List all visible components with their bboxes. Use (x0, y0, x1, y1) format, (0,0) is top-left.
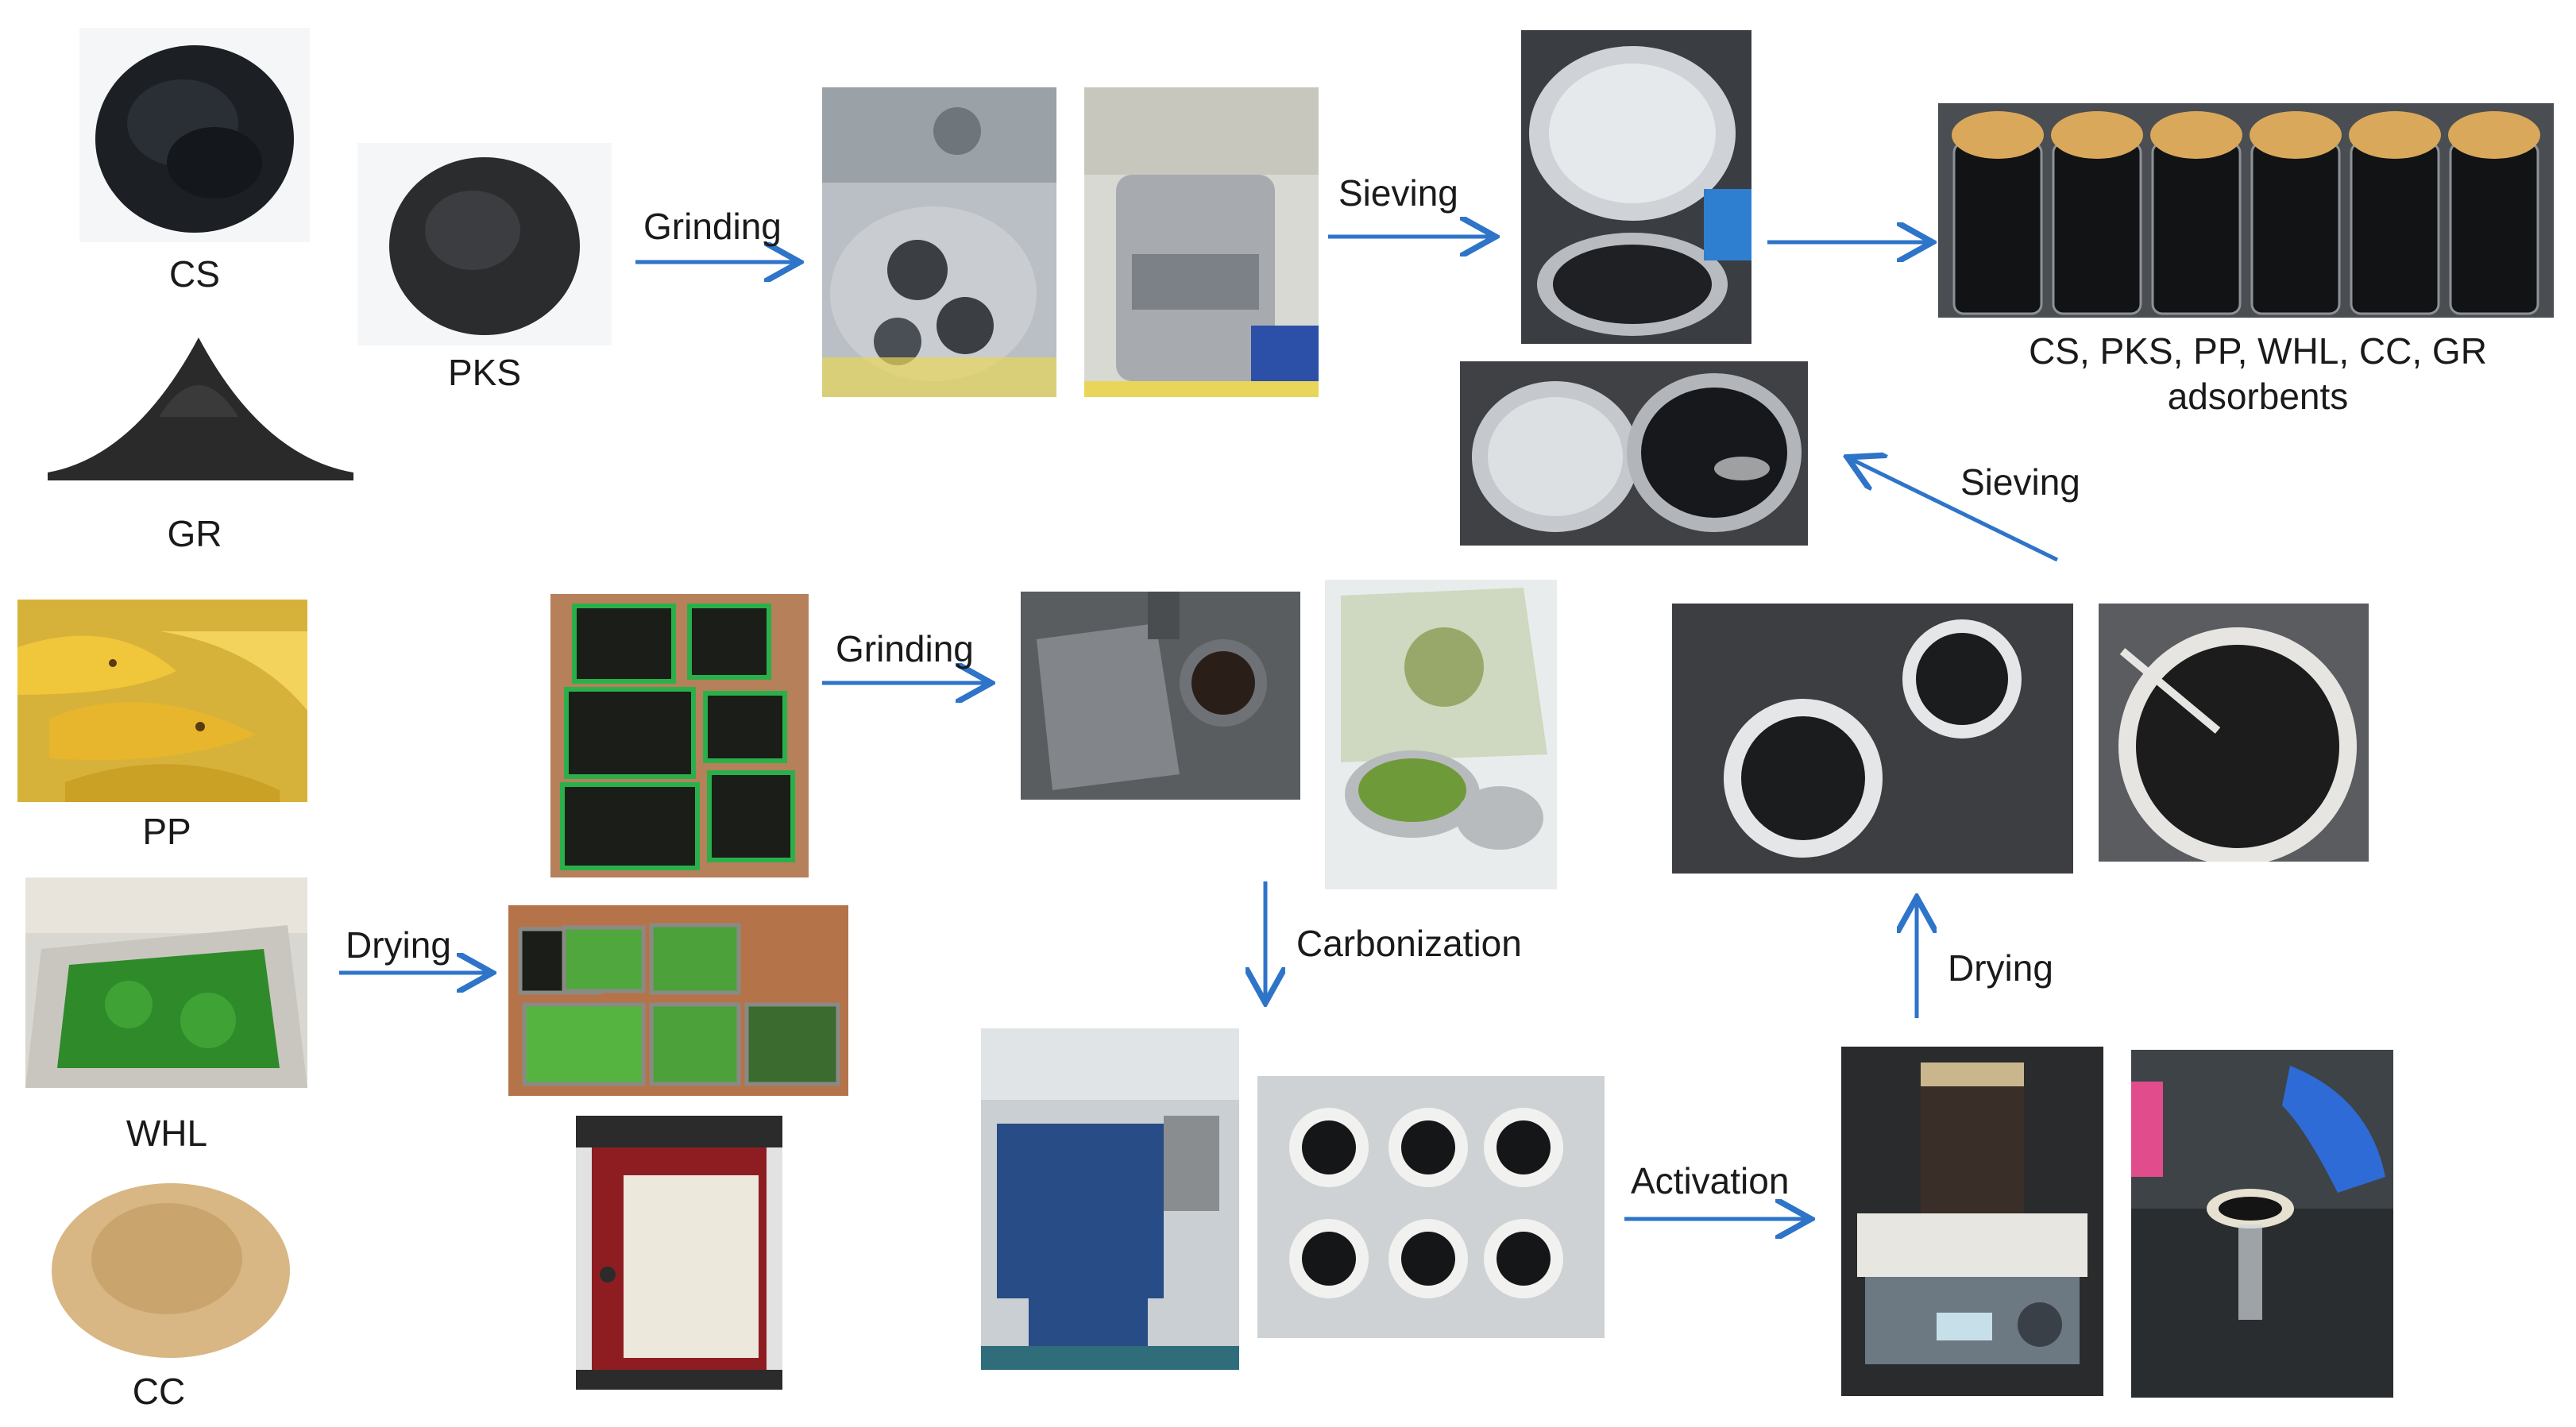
arrow-sieving-right (1851, 459, 2059, 562)
cc-photo (40, 1159, 302, 1362)
green-powder-photo (1325, 580, 1557, 889)
two-sieves-photo (1460, 361, 1808, 546)
cs-label: CS (169, 253, 220, 295)
crucible-content (1497, 1120, 1551, 1174)
jar-lid (1952, 111, 2044, 159)
crucible-content (1302, 1232, 1356, 1286)
step-grinding-top: Grinding (643, 206, 782, 247)
jar-lid (2349, 111, 2441, 159)
crucible-content (1401, 1232, 1455, 1286)
jar-lid (2051, 111, 2143, 159)
jar-lid (2448, 111, 2540, 159)
oven-photo (576, 1116, 782, 1390)
crucible-content (1302, 1120, 1356, 1174)
whl-label: WHL (126, 1113, 208, 1154)
crucibles-photo (1257, 1076, 1605, 1338)
jar-lid (2250, 111, 2342, 159)
adsorbent-jars-photo (1938, 103, 2554, 318)
drying-oven-photo (508, 905, 848, 1096)
step-carbonization: Carbonization (1296, 923, 1522, 964)
bowl-spoon-photo (2099, 604, 2369, 862)
adsorbents-label-line2: adsorbents (2167, 376, 2349, 417)
sieve-top-photo (1521, 30, 1751, 344)
whl-photo (25, 877, 307, 1088)
hotplate-beaker-photo (1841, 1047, 2103, 1396)
grinder-bag-photo (1021, 592, 1300, 800)
ball-mill-closed-photo (1084, 87, 1319, 397)
cs-photo (79, 28, 310, 242)
step-drying-left: Drying (346, 924, 451, 966)
step-sieving-top: Sieving (1338, 172, 1458, 214)
crucible-content (1401, 1120, 1455, 1174)
cc-label: CC (132, 1371, 186, 1412)
step-grinding-mid: Grinding (836, 628, 974, 669)
furnace-photo (981, 1028, 1239, 1370)
gr-photo (40, 322, 357, 496)
step-sieving-right: Sieving (1960, 461, 2080, 503)
gr-label: GR (167, 513, 222, 554)
bowls-carbon-photo (1672, 604, 2073, 874)
filtration-photo (2131, 1050, 2393, 1398)
pks-label: PKS (447, 352, 522, 393)
adsorbents-label-line1: CS, PKS, PP, WHL, CC, GR (2029, 330, 2487, 372)
step-activation: Activation (1631, 1160, 1790, 1201)
ball-mill-open-photo (822, 87, 1056, 397)
crucible-content (1497, 1232, 1551, 1286)
pp-label: PP (142, 811, 191, 852)
step-drying-right: Drying (1948, 947, 2053, 989)
jar-lid (2150, 111, 2242, 159)
pks-photo (357, 143, 612, 345)
pp-photo (17, 600, 307, 802)
trays-dried-photo (550, 594, 809, 877)
